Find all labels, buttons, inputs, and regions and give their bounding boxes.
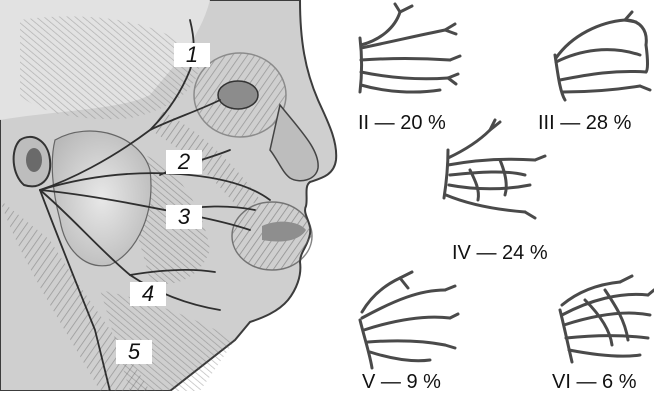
- variant-VI-sketch: [560, 276, 654, 362]
- branch-label-2: 2: [166, 150, 202, 174]
- variant-caption-III: III — 28 %: [538, 112, 631, 134]
- branch-label-5: 5: [116, 340, 152, 364]
- branch-label-1: 1: [174, 43, 210, 67]
- ear-canal: [26, 148, 42, 172]
- variant-caption-V: V — 9 %: [362, 371, 441, 393]
- head-illustration: [0, 0, 336, 391]
- variant-II-sketch: [360, 4, 460, 92]
- branch-label-4: 4: [130, 282, 166, 306]
- variant-III-sketch: [555, 12, 650, 100]
- variant-caption-II: II — 20 %: [358, 112, 446, 134]
- eye: [218, 81, 258, 109]
- branch-label-3: 3: [166, 205, 202, 229]
- variant-V-sketch: [360, 272, 458, 368]
- variant-caption-IV: IV — 24 %: [452, 242, 548, 264]
- variant-caption-VI: VI — 6 %: [552, 371, 636, 393]
- variant-IV-sketch: [444, 120, 545, 218]
